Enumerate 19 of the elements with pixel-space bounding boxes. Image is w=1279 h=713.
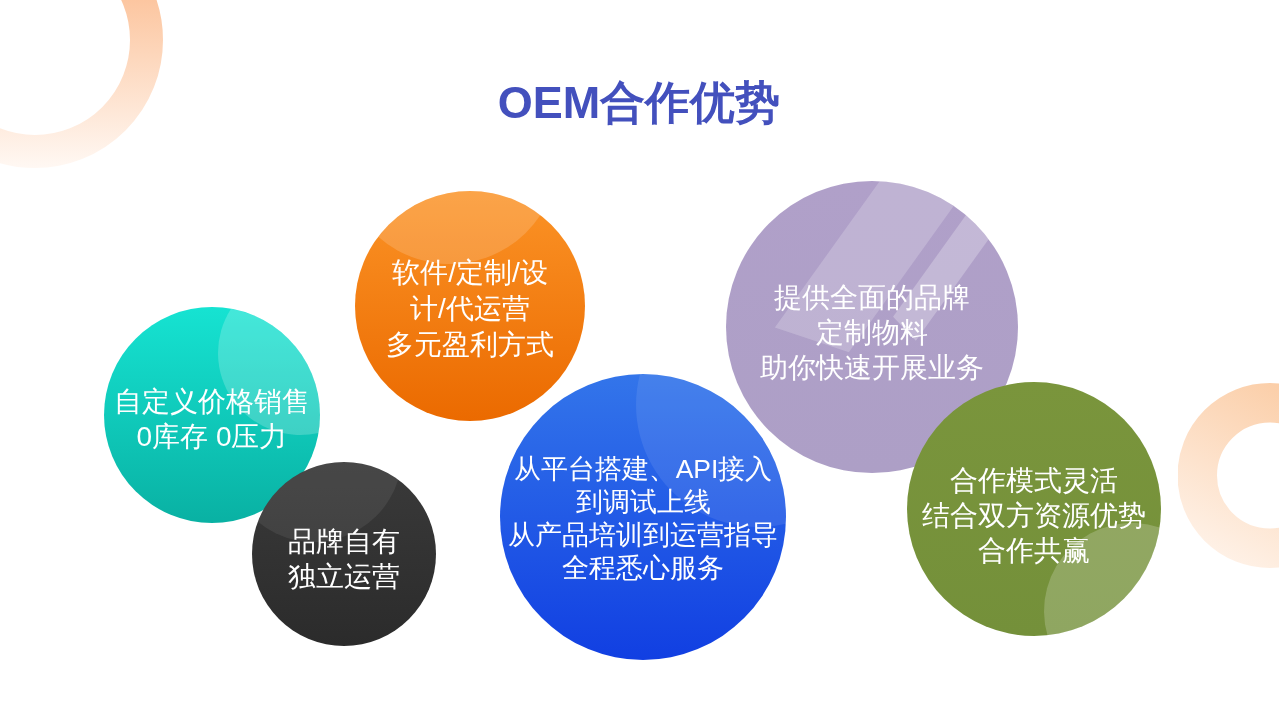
circle: [104, 307, 320, 523]
title: OEM合作优势: [497, 76, 781, 130]
advantage-text: 软件/定制/设计/代运营: [391, 256, 549, 326]
advantage-text: 结合双方资源优势: [922, 498, 1146, 533]
advantage-text: 0库存 0压力: [136, 420, 288, 454]
circle: [252, 462, 436, 646]
advantage-text: 助你快速开展业务: [760, 350, 984, 385]
advantage-text: 自定义价格销售: [114, 385, 310, 419]
circle: [355, 191, 585, 421]
advantage-text: 多元盈利方式: [386, 328, 554, 362]
advantage-text: 提供全面的品牌定制物料: [773, 280, 971, 350]
advantage-text: 从产品培训到运营指导: [508, 519, 778, 552]
advantage-text: 合作共赢: [978, 533, 1090, 568]
circle: [907, 382, 1161, 636]
advantage-text: 全程悉心服务: [562, 552, 724, 585]
advantage-text: 独立运营: [288, 560, 400, 594]
advantage-text: 品牌自有: [288, 525, 400, 559]
advantage-text: 从平台搭建、API接入到调试上线: [512, 453, 774, 519]
advantage-text: 合作模式灵活: [950, 463, 1118, 498]
